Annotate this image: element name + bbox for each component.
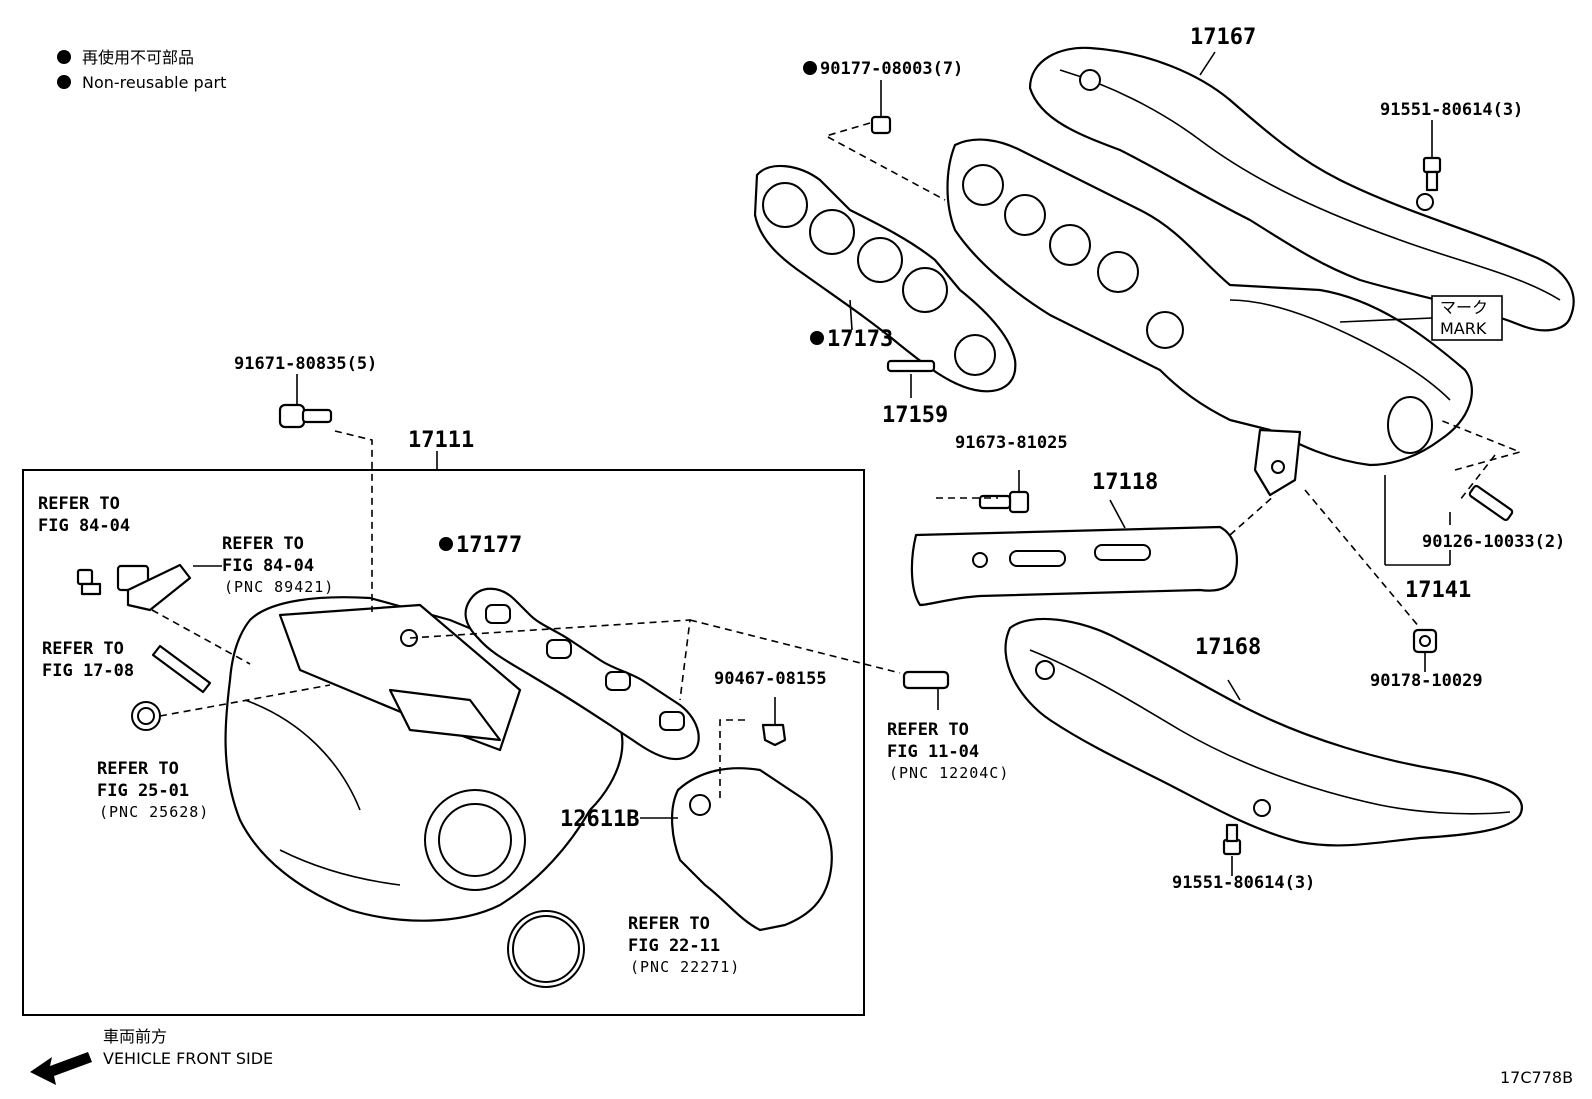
non-reusable-dot-icon [57,75,71,89]
part-label-17111: 17111 [408,428,474,453]
non-reusable-dot-icon [439,537,453,551]
refer-to-labels: REFER TO FIG 84-04 REFER TO FIG 84-04 (P… [38,494,1009,976]
clip-90467[interactable] [761,697,787,747]
bolt-91673[interactable] [978,470,1030,514]
bolt-91551-upper[interactable] [1422,120,1442,192]
refer-to-label: REFER TO [38,494,120,514]
refer-to-label: REFER TO [42,639,124,659]
mark-en-label: MARK [1440,319,1487,338]
part-label-17118: 17118 [1092,470,1158,495]
refer-fig-11-04[interactable]: FIG 11-04 [887,742,979,762]
figure-code: 17C778B [1500,1068,1573,1087]
refer-fig-22-11[interactable]: FIG 22-11 [628,936,720,956]
manifold-stay-bracket[interactable] [910,499,1238,607]
hose-clamp[interactable] [131,701,161,731]
heat-insulator-upper[interactable] [1028,46,1575,332]
part-label-17141: 17141 [1405,578,1471,603]
refer-fig-25-01[interactable]: FIG 25-01 [97,781,189,801]
leader-lines [193,51,1451,567]
part-label-17177: 17177 [456,533,522,558]
part-label-91551-lower: 91551-80614(3) [1172,873,1315,893]
stud-17159[interactable] [886,359,936,398]
bolt-91671[interactable] [278,374,333,429]
front-arrow-icon [30,1052,92,1085]
non-reusable-dot-icon [810,331,824,345]
refer-to-label: REFER TO [222,534,304,554]
pnc-label: (PNC 89421) [224,578,334,596]
exhaust-manifold-gasket[interactable] [753,164,1017,393]
refer-fig-84-04-sensor[interactable]: FIG 84-04 [222,556,314,576]
direction-jp-label: 車両前方 [103,1027,167,1046]
refer-fig-84-04[interactable]: FIG 84-04 [38,516,130,536]
refer-to-label: REFER TO [628,914,710,934]
stud-90126[interactable] [1468,484,1514,522]
part-label-90467: 90467-08155 [714,669,827,689]
legend-en-label: Non-reusable part [82,73,226,92]
pnc-label: (PNC 22271) [630,958,740,976]
non-reusable-dot-icon [57,50,71,64]
intake-assembly-frame [22,451,865,1016]
refer-fig-17-08[interactable]: FIG 17-08 [42,661,134,681]
mark-callout: マーク MARK [1339,295,1503,341]
direction-en-label: VEHICLE FRONT SIDE [103,1049,273,1068]
non-reusable-dot-icon [803,61,817,75]
part-label-90177: 90177-08003(7) [820,59,963,79]
legend: 再使用不可部品 Non-reusable part [57,48,226,92]
refer-to-label: REFER TO [97,759,179,779]
bracket-12611b[interactable] [640,767,833,932]
intake-manifold[interactable] [224,596,624,922]
part-label-91673: 91673-81025 [955,433,1068,453]
vacuum-fitting[interactable] [902,670,950,710]
heat-insulator-lower[interactable] [1004,617,1523,847]
part-label-90126: 90126-10033(2) [1422,532,1565,552]
mark-jp-label: マーク [1440,298,1488,317]
nut-90178[interactable] [1412,628,1438,672]
legend-jp-label: 再使用不可部品 [82,48,194,67]
part-label-17159: 17159 [882,403,948,428]
part-label-91671: 91671-80835(5) [234,354,377,374]
part-label-90178: 90178-10029 [1370,671,1483,691]
assembly-lines [151,122,1523,800]
part-label-17173: 17173 [827,327,893,352]
throttle-gasket[interactable] [507,910,585,988]
pnc-label: (PNC 12204C) [889,764,1009,782]
vehicle-front-direction: 車両前方 VEHICLE FRONT SIDE [30,1027,273,1085]
refer-to-label: REFER TO [887,720,969,740]
part-label-91551-upper: 91551-80614(3) [1380,100,1523,120]
bolt-91551-lower[interactable] [1222,823,1242,876]
nut-90177[interactable] [870,80,892,135]
hose[interactable] [151,644,212,694]
sensor[interactable] [76,563,192,612]
part-label-17167: 17167 [1190,25,1256,50]
part-label-17168: 17168 [1195,635,1261,660]
part-label-12611b: 12611B [560,807,639,832]
exhaust-manifold[interactable] [946,138,1473,497]
pnc-label: (PNC 25628) [99,803,209,821]
part-number-labels: 17167 90177-08003(7) 91551-80614(3) 1717… [234,25,1565,893]
